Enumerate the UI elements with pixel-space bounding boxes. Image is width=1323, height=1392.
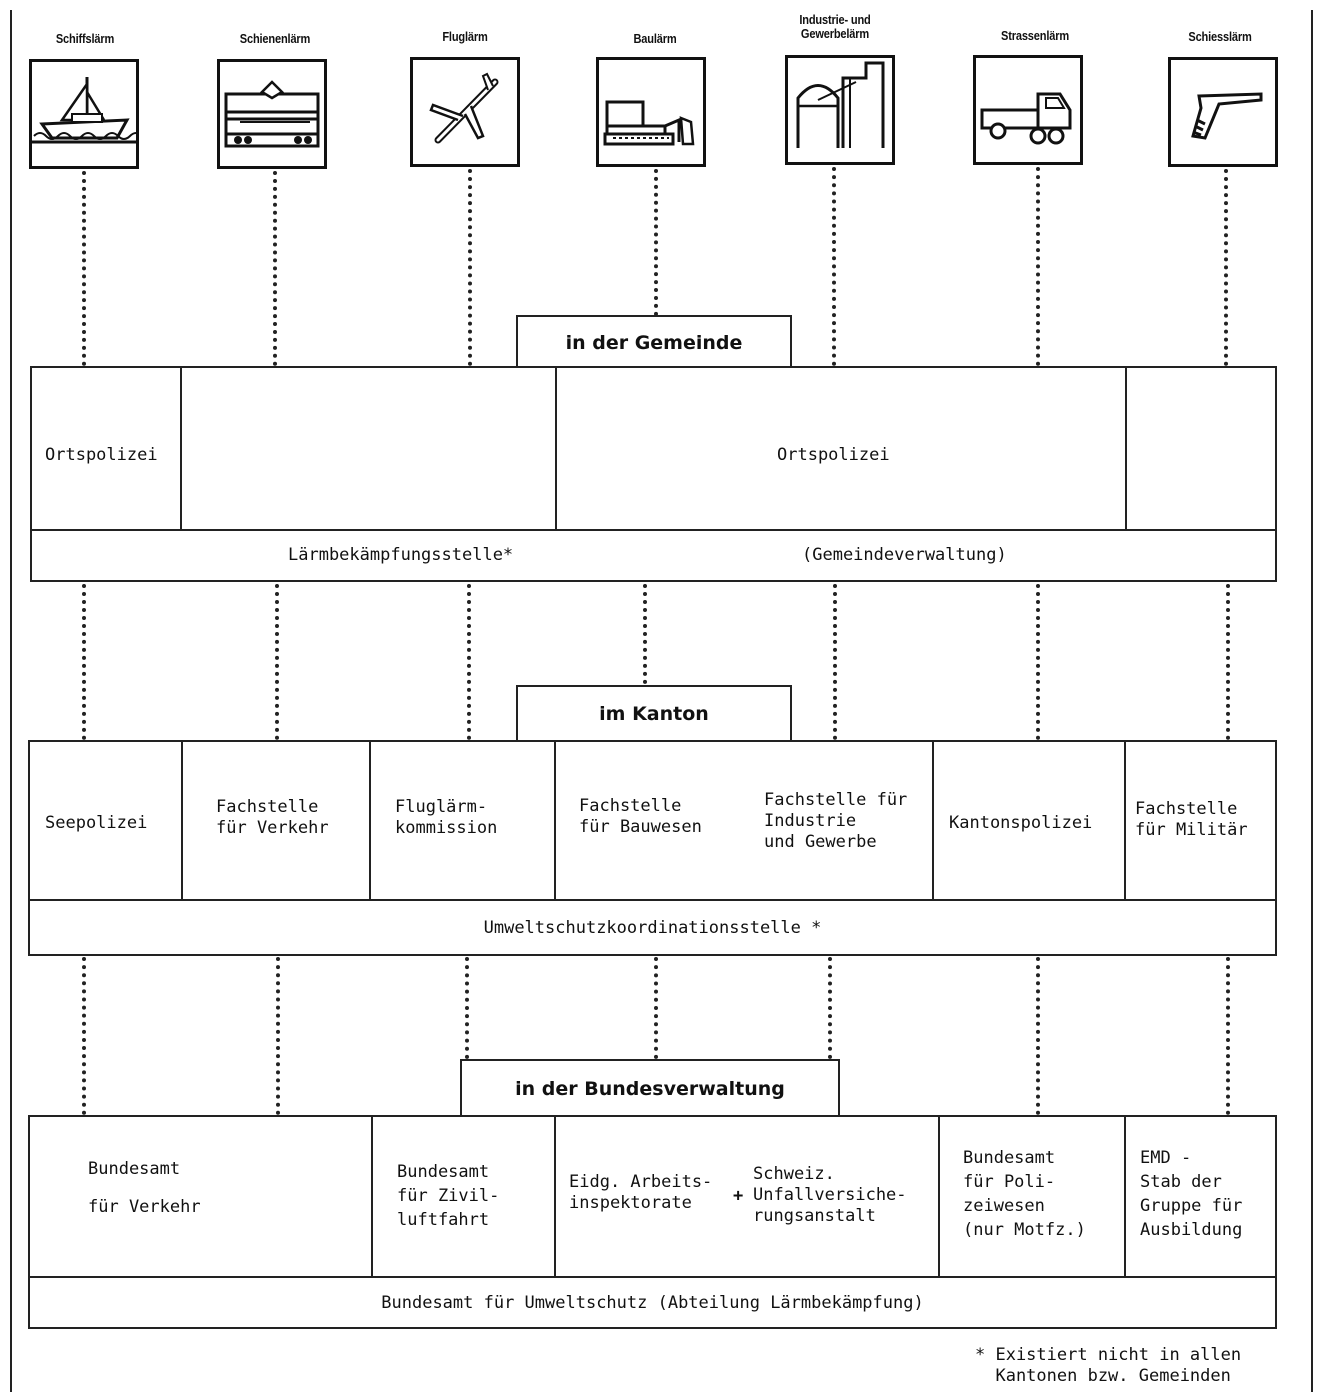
divider [1124,1115,1126,1277]
gemeinde-panel [30,366,1277,582]
connector-line [1226,584,1230,740]
divider [371,1115,373,1277]
bund-bundesamt-polizeiwesen: Bundesamt für Poli- zeiwesen (nur Motfz.… [963,1148,1086,1240]
kanton-fachstelle-verkehr: Fachstelle für Verkehr [216,797,329,838]
footnote: * Existiert nicht in allen Kantonen bzw.… [975,1345,1242,1386]
bund-emd-stab: EMD - Stab der Gruppe für Ausbildung [1140,1148,1243,1240]
category-label-road: Strassenlärm [1001,28,1069,43]
connector-line [273,171,277,366]
connector-line [643,584,647,684]
category-label-construction: Baulärm [633,31,677,46]
divider [554,1115,556,1277]
connector-line [1224,169,1228,366]
kanton-seepolizei: Seepolizei [45,813,148,833]
ship-icon [29,59,143,169]
category-label-ship: Schiffslärm [55,31,115,46]
category-label-industry: Industrie- und Gewerbelärm [799,12,871,41]
bund-arbeitsinspektorate: Eidg. Arbeits- inspektorate [569,1172,713,1213]
category-label-shooting: Schiesslärm [1188,29,1252,44]
connector-line [275,584,279,740]
divider [932,740,934,900]
connector-line [654,957,658,1059]
airplane-icon [410,57,520,167]
kanton-fachstelle-industrie: Fachstelle für Industrie und Gewerbe [764,790,908,852]
gemeinde-footer-right: (Gemeindeverwaltung) [802,545,1007,565]
bund-bundesamt-verkehr: Bundesamt für Verkehr [88,1159,201,1217]
divider [28,1276,1277,1278]
connector-line [654,169,658,316]
connector-line [1036,957,1040,1115]
connector-line [276,957,280,1115]
diagram-frame [10,10,1313,1392]
category-label-air: Fluglärm [442,29,488,44]
bund-unfallversicherung: Schweiz. Unfallversiche- rungsanstalt [753,1164,907,1226]
divider [555,366,557,530]
gemeinde-ortspolizei-main: Ortspolizei [777,445,890,465]
connector-line [465,957,469,1059]
connector-line [82,584,86,740]
connector-line [82,171,86,366]
gemeinde-footer-left: Lärmbekämpfungsstelle* [288,545,514,565]
connector-line [1226,957,1230,1115]
bund-bundesamt-zivilluftfahrt: Bundesamt für Zivil- luftfahrt [397,1162,500,1230]
plus-sign: + [733,1186,744,1206]
divider [180,366,182,530]
kanton-footer: Umweltschutzkoordinationsstelle * [483,918,822,938]
connector-line [828,957,832,1059]
connector-line [467,584,471,740]
connector-line [1036,167,1040,366]
category-label-rail: Schienenlärm [239,31,311,46]
connector-line [1036,584,1040,740]
kanton-panel [28,740,1277,956]
divider [1125,366,1127,530]
gun-icon [1168,57,1278,167]
divider [30,529,1277,531]
divider [554,740,556,900]
connector-line [468,169,472,366]
gemeinde-ortspolizei-ship: Ortspolizei [45,445,158,465]
bulldozer-icon [596,57,706,167]
bund-panel [28,1115,1277,1329]
train-icon [217,59,327,169]
divider [181,740,183,900]
level-title-gemeinde: in der Gemeinde [516,315,792,368]
connector-line [832,167,836,366]
divider [369,740,371,900]
factory-icon [785,55,895,165]
divider [938,1115,940,1277]
truck-icon [973,55,1083,165]
connector-line [833,584,837,740]
level-title-kanton: im Kanton [516,685,792,741]
connector-line [82,957,86,1115]
kanton-kantonspolizei: Kantonspolizei [949,813,1093,833]
bund-footer: Bundesamt für Umweltschutz (Abteilung Lä… [381,1293,924,1313]
kanton-fachstelle-militaer: Fachstelle für Militär [1135,799,1248,840]
level-title-bund: in der Bundesverwaltung [460,1059,840,1116]
kanton-fluglaermkommission: Fluglärm- kommission [395,797,498,838]
divider [28,899,1277,901]
kanton-fachstelle-bauwesen: Fachstelle für Bauwesen [579,796,702,837]
divider [1124,740,1126,900]
